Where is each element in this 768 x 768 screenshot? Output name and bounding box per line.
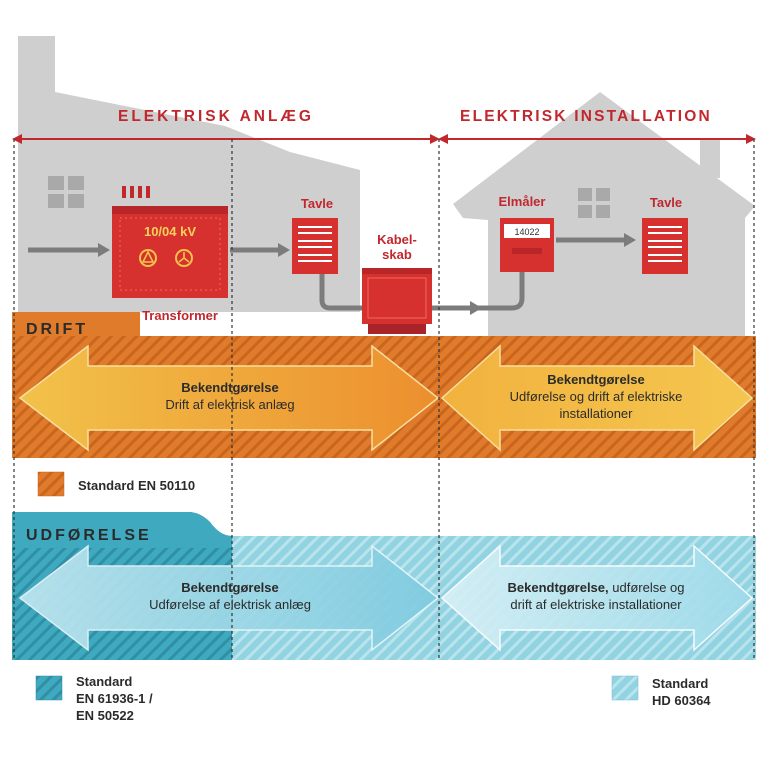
udforelse-legend-left-swatch	[35, 675, 63, 701]
factory-building	[18, 36, 360, 312]
arrow-heads	[98, 233, 636, 315]
udforelse-left-arrow	[18, 544, 440, 652]
cable-cabinet-label-line1: Kabel-	[377, 232, 417, 247]
cable-cabinet	[362, 268, 432, 334]
udforelse-right-arrow-line1-rest: udførelse og	[609, 580, 685, 595]
udforelse-right-arrow-line1: Bekendtgørelse, udførelse og	[507, 580, 684, 595]
drift-left-arrow-title: Bekendtgørelse	[181, 380, 279, 395]
drift-right-arrow-line3: installationer	[560, 406, 634, 421]
electricity-meter-counter: 14022	[514, 227, 539, 237]
drift-left-arrow	[18, 344, 440, 452]
cable-cabinet-label-line2: skab	[382, 247, 412, 262]
window-icon	[48, 176, 84, 208]
drift-legend-swatch	[37, 471, 65, 497]
transformer-label: Transformer	[142, 308, 218, 323]
udforelse-legend-left-line2: EN 61936-1 /	[76, 691, 153, 706]
drift-section-label: DRIFT	[26, 321, 88, 338]
udforelse-right-arrow-line2: drift af elektriske installationer	[510, 597, 682, 612]
header-right-title: ELEKTRISK INSTALLATION	[460, 108, 712, 125]
supply-line	[28, 237, 624, 311]
switchboard-left-label: Tavle	[301, 196, 333, 211]
header-dimension-lines	[12, 134, 756, 144]
drift-left-arrow-text: Drift af elektrisk anlæg	[165, 397, 294, 412]
dashed-guides	[13, 139, 755, 660]
udforelse-right-arrow	[440, 544, 754, 652]
drift-legend-label: Standard EN 50110	[78, 478, 195, 493]
udforelse-legend-left-line3: EN 50522	[76, 708, 134, 723]
switchboard-left	[292, 218, 338, 274]
udforelse-legend-right-line1: Standard	[652, 676, 708, 691]
udforelse-left-arrow-title: Bekendtgørelse	[181, 580, 279, 595]
udforelse-legend-right-line2: HD 60364	[652, 693, 711, 708]
electricity-meter	[500, 218, 554, 272]
udforelse-right-arrow-title: Bekendtgørelse,	[507, 580, 608, 595]
header-left-title: ELEKTRISK ANLÆG	[118, 108, 314, 125]
transformer	[112, 186, 228, 298]
udforelse-legend-left-line1: Standard	[76, 674, 132, 689]
drift-right-arrow	[440, 344, 754, 452]
drift-right-arrow-line2: Udførelse og drift af elektriske	[510, 389, 683, 404]
electricity-meter-label: Elmåler	[499, 194, 546, 209]
house-building	[453, 92, 755, 336]
udforelse-section-label: UDFØRELSE	[26, 527, 152, 544]
transformer-rating: 10/04 kV	[144, 224, 196, 239]
drift-right-arrow-title: Bekendtgørelse	[547, 372, 645, 387]
switchboard-right-label: Tavle	[650, 195, 682, 210]
udforelse-legend-right-swatch	[611, 675, 639, 701]
switchboard-right	[642, 218, 688, 274]
window-icon	[578, 188, 610, 218]
udforelse-left-arrow-text: Udførelse af elektrisk anlæg	[149, 597, 311, 612]
